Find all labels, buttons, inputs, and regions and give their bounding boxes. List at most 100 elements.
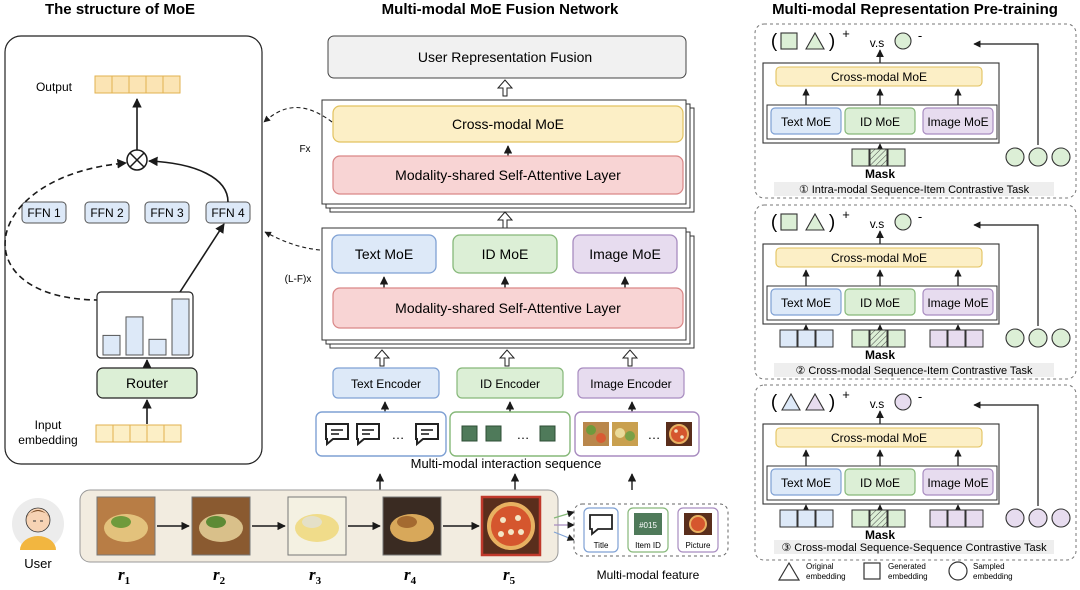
text-sequence-box: … xyxy=(315,411,447,457)
modal-moe-id: ID MoE xyxy=(452,234,558,274)
mask-label: Mask xyxy=(865,528,895,542)
chat-icon xyxy=(356,423,380,447)
triangle-icon xyxy=(781,392,801,411)
circle-icon xyxy=(894,32,912,50)
moe-label: Image MoE xyxy=(927,115,988,129)
paren-close: ) xyxy=(829,31,835,52)
modal-moe-text: Text MoE xyxy=(331,234,437,274)
cross-modal-moe-block xyxy=(775,66,983,87)
item-id-code: #015 xyxy=(639,521,657,530)
item-symbol: r4 xyxy=(404,565,417,585)
triangle-icon xyxy=(805,31,825,50)
moe-label: Image MoE xyxy=(927,476,988,490)
vs-label: v.s xyxy=(870,217,884,231)
output-label: Output xyxy=(36,80,73,94)
moe-label: Text MoE xyxy=(781,476,831,490)
chat-icon xyxy=(589,514,613,536)
feature-picture-label: Picture xyxy=(686,541,711,550)
user-item-1 xyxy=(96,496,156,556)
cross-modal-moe-label: Cross-modal MoE xyxy=(831,431,927,445)
output-embedding xyxy=(94,75,181,94)
user-item-4 xyxy=(382,496,442,556)
ffn-expert-1: FFN 1 xyxy=(21,201,67,224)
circle-icon xyxy=(948,561,968,581)
cross-modal-moe-block xyxy=(332,105,684,143)
vs-label: v.s xyxy=(870,36,884,50)
food-photo-thumbnail xyxy=(583,422,609,446)
square-icon xyxy=(780,32,798,50)
positive-sign: + xyxy=(842,387,850,402)
pizza-icon xyxy=(684,513,712,535)
ffn-row: FFN 1 FFN 2 FFN 3 FFN 4 xyxy=(21,201,251,224)
feature-title-label: Title xyxy=(594,541,609,550)
positive-sign: + xyxy=(842,207,850,222)
ffn-label: FFN 2 xyxy=(90,206,124,220)
modal-moe-image: Image MoE xyxy=(572,234,678,274)
square-icon xyxy=(780,213,798,231)
cross-modal-moe-label: Cross-modal MoE xyxy=(452,116,564,132)
encoder-text: Text Encoder xyxy=(332,367,440,399)
paren-close: ) xyxy=(829,212,835,233)
paren-close: ) xyxy=(829,392,835,413)
user-fusion-block xyxy=(327,35,687,79)
moe-block xyxy=(844,468,916,496)
encoder-image: Image Encoder xyxy=(577,367,685,399)
item-id-feature: #015 Item ID xyxy=(627,507,669,553)
encoder-id: ID Encoder xyxy=(456,367,564,399)
cross-modal-moe-label: Cross-modal MoE xyxy=(831,70,927,84)
paren-open: ( xyxy=(771,212,778,233)
feature-connector xyxy=(553,510,575,541)
ffn-label: FFN 4 xyxy=(211,206,245,220)
triangle-icon xyxy=(805,392,825,411)
shared-attentive-layer-upper xyxy=(332,155,684,195)
modal-moe-label: Image MoE xyxy=(589,246,661,262)
cross-modal-moe-block xyxy=(775,247,983,268)
ffn-label: FFN 1 xyxy=(27,206,61,220)
positive-sign: + xyxy=(842,26,850,41)
title-feature: Title xyxy=(583,507,619,553)
user-item-3 xyxy=(287,496,347,556)
item-symbol: r1 xyxy=(118,565,130,585)
router-label: Router xyxy=(126,375,168,391)
moe-label: ID MoE xyxy=(860,296,900,310)
modality-moe-row: Text MoE ID MoE Image MoE xyxy=(331,234,678,274)
legend-generated-line1: Generated xyxy=(888,562,926,571)
embedding-legend: Original embedding Generated embedding S… xyxy=(777,561,1013,581)
user-avatar xyxy=(12,498,64,550)
modal-moe-label: Text MoE xyxy=(355,246,413,262)
paren-open: ( xyxy=(771,392,778,413)
id-sequence-box: … xyxy=(449,411,571,457)
moe-block xyxy=(844,288,916,316)
circle-icon xyxy=(894,393,912,411)
moe-panel-frame xyxy=(4,35,263,465)
ffn-label: FFN 3 xyxy=(150,206,184,220)
legend-sampled-line2: embedding xyxy=(973,572,1013,581)
circle-icon xyxy=(894,213,912,231)
picture-feature: Picture xyxy=(677,507,719,553)
cross-modal-moe-label: Cross-modal MoE xyxy=(831,251,927,265)
cross-modal-moe-block xyxy=(775,427,983,448)
moe-label: ID MoE xyxy=(860,476,900,490)
legend-sampled-line1: Sampled xyxy=(973,562,1005,571)
fusion-network-panel: User Representation Fusion Cross-modal M… xyxy=(263,35,700,490)
image-seq-ellipsis: … xyxy=(648,427,661,442)
circle-icon xyxy=(1005,147,1025,167)
sequence-label: Multi-modal interaction sequence xyxy=(411,456,602,471)
legend-generated-line2: embedding xyxy=(888,572,928,581)
user-fusion-label: User Representation Fusion xyxy=(418,49,592,65)
circle-icon xyxy=(1028,328,1048,348)
shared-layer-upper-label: Modality-shared Self-Attentive Layer xyxy=(395,167,621,183)
circle-icon xyxy=(1005,328,1025,348)
encoder-label: Text Encoder xyxy=(351,377,421,391)
router-score-bar xyxy=(102,334,121,356)
triangle-icon xyxy=(777,561,801,581)
user-label: User xyxy=(24,556,52,571)
legend-original-line2: embedding xyxy=(806,572,846,581)
moe-block xyxy=(844,107,916,135)
moe-block xyxy=(770,468,842,496)
